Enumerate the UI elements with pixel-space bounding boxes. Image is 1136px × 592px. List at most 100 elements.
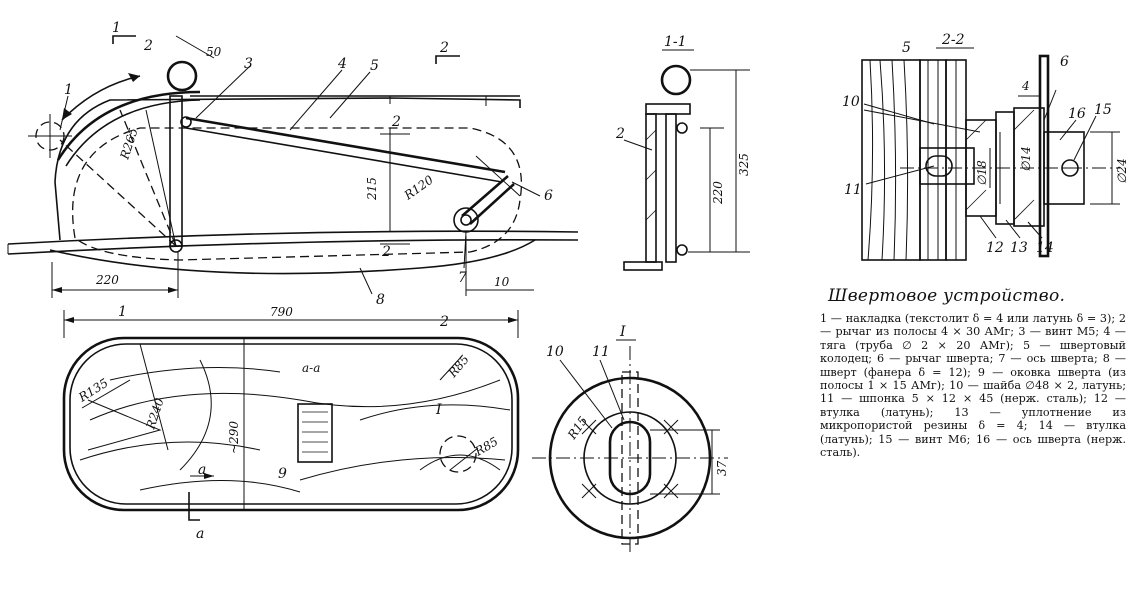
mark-2-top-label: 2 — [439, 40, 449, 56]
section-mark-2-top — [435, 55, 460, 64]
dim-50-line — [175, 35, 215, 59]
fitting-plate — [297, 403, 333, 463]
section-1-1-hole-bot — [676, 244, 688, 256]
plan-mark-2: 2 — [439, 314, 449, 330]
section-aa-label: а-а — [302, 361, 320, 375]
lever-knob — [166, 60, 198, 92]
radius-line-b — [119, 109, 177, 247]
part-6-label: 6 — [544, 188, 553, 204]
dim-R240-line — [139, 343, 169, 451]
dim-37-label: 37 — [715, 460, 729, 476]
section-2-2-part-5: 5 — [902, 40, 911, 56]
dim-50-label: 50 — [206, 45, 222, 59]
section-1-1-title: 1-1 — [664, 34, 687, 50]
section-1-1-hole-top — [676, 122, 688, 134]
lever-arc-cover — [56, 90, 201, 161]
dim-14-label: ∅14 — [1019, 146, 1033, 172]
dim-220-label: 220 — [95, 273, 119, 287]
section-2-2-part-14: 14 — [1036, 240, 1054, 256]
part-4-label: 4 — [337, 56, 347, 72]
dim-10-label: 10 — [494, 275, 510, 289]
section-a-label: а — [196, 526, 204, 542]
leader-8 — [359, 267, 373, 295]
hull-deck-line — [7, 230, 579, 245]
centreboard-ply — [919, 59, 947, 261]
push-rod-top — [185, 116, 506, 174]
arrow-a-label: а — [198, 462, 206, 478]
leader-2-sec — [623, 139, 653, 151]
mark-2-mid-label: 2 — [391, 114, 401, 130]
section-2-2-part-13: 13 — [1010, 240, 1028, 256]
radius-line-a — [59, 139, 177, 247]
detail-I-part-10: 10 — [546, 344, 564, 360]
leader-13-sec — [1005, 219, 1021, 239]
detail-I-part-11: 11 — [592, 344, 610, 360]
dim-215-label: 215 — [365, 177, 379, 201]
section-1-1-cap — [645, 103, 691, 115]
leader-10 — [559, 359, 613, 429]
plan-mark-1: 1 — [118, 304, 127, 320]
caption-title: Швертовое устройство. — [828, 286, 1066, 306]
trunk-wall-left — [861, 59, 921, 261]
section-1-1-base — [623, 261, 663, 271]
lever-plate-6 — [1038, 54, 1050, 258]
centreboard-lower-edge — [49, 239, 536, 275]
leader-12-sec — [979, 215, 997, 239]
mark-1-label: 1 — [112, 20, 121, 36]
dim-R135-label: R135 — [75, 376, 110, 405]
caption-legend: 1 — накладка (текстолит δ = 4 или латунь… — [820, 312, 1126, 460]
detail-I-circle — [439, 435, 477, 473]
section-2-2-view: 2-2 5 6 4 10 11 16 15 ∅18 ∅14 ∅24 12 13 … — [842, 32, 1129, 261]
part-7-label: 7 — [458, 270, 467, 286]
part-8-label: 8 — [376, 292, 385, 308]
section-2-2-part-12: 12 — [986, 240, 1004, 256]
dim-R15-label: R15 — [564, 414, 590, 443]
swing-arrow-heads — [62, 73, 140, 120]
key — [925, 155, 953, 177]
dim-290-label: ~290 — [227, 421, 241, 454]
washer-outer — [548, 376, 712, 540]
radius-line-c — [145, 109, 177, 247]
side-view: 1 2 50 3 4 5 2 1 R265 215 R120 2 2 6 7 8… — [7, 20, 579, 308]
lever-pivot — [169, 239, 183, 253]
leader-1 — [59, 95, 69, 131]
leader-11 — [599, 359, 625, 421]
wood-grain — [79, 359, 511, 493]
detail-I-view: I 10 11 R15 37 — [532, 324, 729, 552]
pivot-hatch — [475, 155, 521, 197]
caption-block: Швертовое устройство. 1 — накладка (текс… — [820, 286, 1126, 459]
dim-R85-top-label: R85 — [445, 352, 472, 380]
section-1-1-knob — [660, 64, 692, 96]
dim-R85-top-line — [439, 355, 463, 381]
lever-arc-cover-inner — [65, 99, 201, 167]
centreboard-plan-inner — [69, 343, 513, 505]
leader-7 — [463, 231, 467, 269]
leader-11-sec — [865, 165, 935, 185]
key-slot — [919, 147, 975, 185]
dim-4-label: 4 — [1021, 79, 1030, 93]
lever-bar — [169, 95, 183, 247]
detail-I-title: I — [619, 324, 626, 340]
centreboard-hidden-outline — [71, 127, 522, 261]
push-rod-bottom — [185, 127, 503, 183]
leader-14-sec — [1027, 221, 1043, 239]
dim-R135-line — [81, 379, 131, 409]
hull-deck-line-lower — [7, 238, 579, 255]
washer-inner — [583, 411, 677, 505]
dim-325-label: 325 — [737, 153, 751, 176]
section-2-2-part-6: 6 — [1060, 54, 1069, 70]
dim-R120-label: R120 — [401, 172, 436, 203]
part-1-label: 1 — [64, 82, 73, 98]
trunk-outline — [54, 97, 521, 241]
section-2-2-part-10: 10 — [842, 94, 860, 110]
part-3-label: 3 — [244, 56, 253, 72]
leader-6 — [511, 181, 541, 197]
section-mark-1-top — [112, 35, 136, 44]
section-2-2-part-11: 11 — [844, 182, 862, 198]
part-9-label: 9 — [278, 466, 287, 482]
dim-R85-bot-line — [449, 447, 479, 471]
dim-790-label: 790 — [270, 305, 293, 319]
section-1-1-view: 1-1 2 220 325 — [615, 34, 751, 271]
section-1-1-wall-left — [645, 113, 657, 263]
